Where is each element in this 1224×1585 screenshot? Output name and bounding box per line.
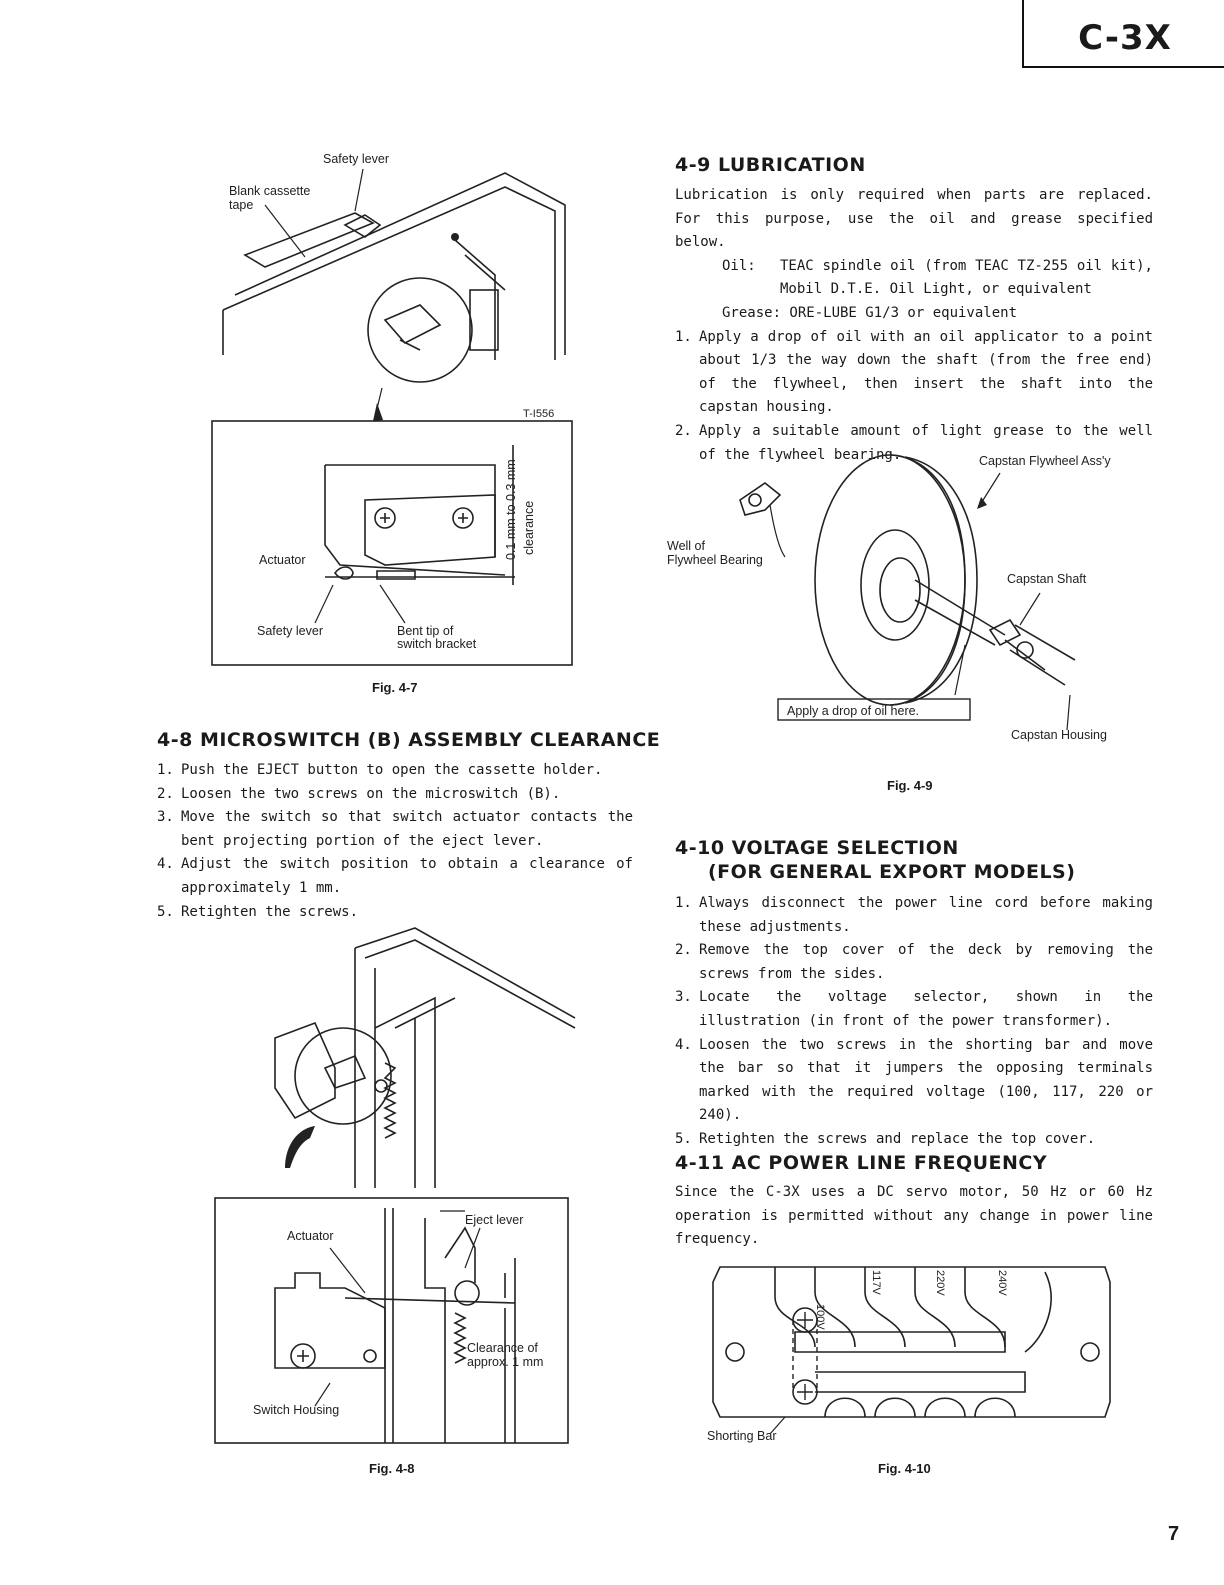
lubrication-intro: Lubrication is only required when parts … bbox=[675, 187, 1153, 251]
list-item: 5.Retighten the screws. bbox=[157, 903, 359, 920]
list-item: 2.Remove the top cover of the deck by re… bbox=[675, 942, 1153, 982]
list-item: 3.Move the switch so that switch actuato… bbox=[157, 809, 633, 849]
list-item: 5.Retighten the screws and replace the t… bbox=[675, 1130, 1096, 1147]
label-tape: tape bbox=[229, 198, 253, 212]
label-117v: 117V bbox=[870, 1270, 882, 1296]
section-4-10-title: 4-10 VOLTAGE SELECTION bbox=[675, 837, 959, 859]
fig-4-8-caption: Fig. 4-8 bbox=[369, 1461, 415, 1476]
label-apply-oil: Apply a drop of oil here. bbox=[787, 704, 919, 718]
label-capstan-shaft: Capstan Shaft bbox=[1007, 572, 1087, 586]
list-item: 4.Loosen the two screws in the shorting … bbox=[675, 1036, 1153, 1124]
label-actuator: Actuator bbox=[259, 553, 306, 567]
label-clearance-range: 0.1 mm to 0.3 mm bbox=[504, 459, 518, 560]
label-switch-housing: Switch Housing bbox=[253, 1403, 339, 1417]
label-capstan-housing: Capstan Housing bbox=[1011, 728, 1107, 742]
section-4-11-text: Since the C-3X uses a DC servo motor, 50… bbox=[675, 1184, 1153, 1248]
section-4-10-subtitle: (FOR GENERAL EXPORT MODELS) bbox=[708, 861, 1076, 883]
section-4-11-title: 4-11 AC POWER LINE FREQUENCY bbox=[675, 1152, 1048, 1174]
label-100v: 100V bbox=[814, 1304, 826, 1330]
section-4-9-title: 4-9 LUBRICATION bbox=[675, 154, 866, 176]
label-actuator: Actuator bbox=[287, 1229, 334, 1243]
section-4-8-steps: 1.Push the EJECT button to open the cass… bbox=[157, 759, 633, 924]
label-clearance: clearance bbox=[522, 501, 536, 555]
list-item: 4.Adjust the switch position to obtain a… bbox=[157, 856, 633, 896]
label-flywheel-bearing: Flywheel Bearing bbox=[667, 553, 763, 567]
page-number: 7 bbox=[1168, 1523, 1180, 1545]
section-4-8-title: 4-8 MICROSWITCH (B) ASSEMBLY CLEARANCE bbox=[157, 729, 661, 751]
list-item: 2.Loosen the two screws on the microswit… bbox=[157, 785, 561, 802]
label-bent-tip: Bent tip of bbox=[397, 624, 454, 638]
label-shorting-bar: Shorting Bar bbox=[707, 1429, 776, 1443]
fig-4-9-caption: Fig. 4-9 bbox=[887, 778, 933, 793]
label-blank-cassette: Blank cassette bbox=[229, 184, 310, 198]
fig-code: T-I556 bbox=[523, 408, 554, 420]
list-item: 2.Apply a suitable amount of light greas… bbox=[675, 422, 1153, 463]
label-240v: 240V bbox=[996, 1270, 1008, 1296]
label-switch-bracket: switch bracket bbox=[397, 637, 477, 651]
grease-spec: Grease: ORE-LUBE G1/3 or equivalent bbox=[722, 304, 1018, 321]
label-eject-lever: Eject lever bbox=[465, 1213, 523, 1227]
list-item: 1.Always disconnect the power line cord … bbox=[675, 895, 1153, 935]
label-approx-1mm: approx. 1 mm bbox=[467, 1355, 543, 1369]
fig-4-10-caption: Fig. 4-10 bbox=[878, 1461, 931, 1476]
fig-4-9-illustration: Capstan Flywheel Ass'y Well of Flywheel … bbox=[667, 454, 1111, 742]
oil-spec: Oil: TEAC spindle oil (from TEAC TZ-255 … bbox=[722, 257, 1153, 298]
label-clearance-of: Clearance of bbox=[467, 1341, 538, 1355]
fig-4-7-caption: Fig. 4-7 bbox=[372, 680, 418, 695]
label-flywheel: Capstan Flywheel Ass'y bbox=[979, 454, 1111, 468]
list-item: 3.Locate the voltage selector, shown in … bbox=[675, 989, 1153, 1029]
list-item: 1.Apply a drop of oil with an oil applic… bbox=[675, 328, 1153, 416]
list-item: 1.Push the EJECT button to open the cass… bbox=[157, 762, 603, 778]
fig-4-7-illustration: Safety lever Blank cassette tape T-I556 … bbox=[211, 152, 573, 666]
model-label: C-3X bbox=[1022, 0, 1224, 68]
label-220v: 220V bbox=[934, 1270, 946, 1296]
section-4-10-steps: 1.Always disconnect the power line cord … bbox=[675, 892, 1153, 1152]
label-safety-lever-top: Safety lever bbox=[323, 152, 389, 166]
fig-4-10-illustration: 100V 117V 220V 240V Shorting Bar bbox=[707, 1266, 1111, 1443]
section-4-9-body: Lubrication is only required when parts … bbox=[675, 184, 1153, 467]
label-safety-lever: Safety lever bbox=[257, 624, 323, 638]
label-well-of: Well of bbox=[667, 539, 706, 553]
fig-4-8-illustration: Eject lever Actuator Clearance of approx… bbox=[214, 927, 576, 1444]
